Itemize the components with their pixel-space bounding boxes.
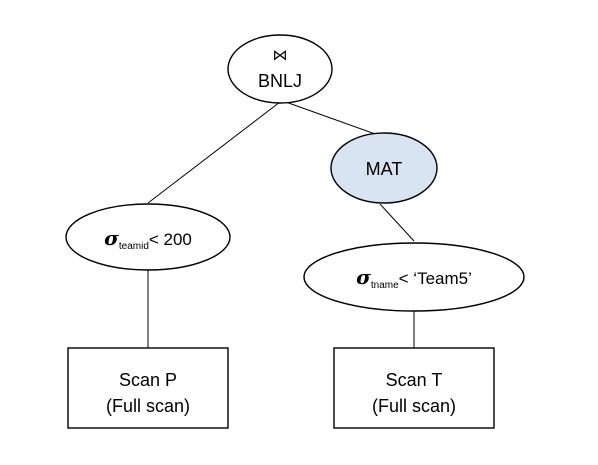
join-node-ellipse — [227, 34, 333, 104]
scan-left-box — [67, 347, 229, 429]
join-symbol: ⋈ — [273, 47, 288, 64]
scan-left-node: Scan P (Full scan) — [67, 347, 229, 429]
select-right-text: σtname< ‘Team5’ — [356, 265, 472, 291]
scan-right-title: Scan T — [386, 370, 443, 390]
scan-left-subtitle: (Full scan) — [106, 396, 190, 416]
scan-right-box — [333, 347, 495, 429]
edge-mat-to-select-right — [379, 203, 415, 242]
select-left-ellipse — [65, 203, 231, 271]
sigma-symbol-right: σ — [356, 265, 371, 289]
scan-right-node: Scan T (Full scan) — [333, 347, 495, 429]
mat-label: MAT — [366, 159, 403, 179]
select-right-attribute: tname — [371, 280, 399, 291]
mat-node: MAT — [330, 132, 438, 204]
select-left-node: σteamid< 200 — [65, 203, 231, 271]
sigma-symbol-left: σ — [104, 226, 119, 250]
scan-left-title: Scan P — [119, 370, 177, 390]
select-left-predicate: < 200 — [149, 230, 192, 249]
select-right-node: σtname< ‘Team5’ — [303, 242, 525, 312]
select-right-predicate: < ‘Team5’ — [399, 269, 472, 288]
select-left-text: σteamid< 200 — [104, 226, 192, 252]
scan-right-subtitle: (Full scan) — [372, 396, 456, 416]
join-label: BNLJ — [258, 71, 302, 91]
select-right-ellipse — [303, 242, 525, 312]
select-left-attribute: teamid — [119, 241, 149, 252]
edge-join-to-select-left — [147, 101, 281, 204]
edge-join-to-mat — [282, 100, 379, 136]
join-node: ⋈ BNLJ — [227, 34, 333, 104]
mat-node-ellipse — [330, 132, 438, 204]
